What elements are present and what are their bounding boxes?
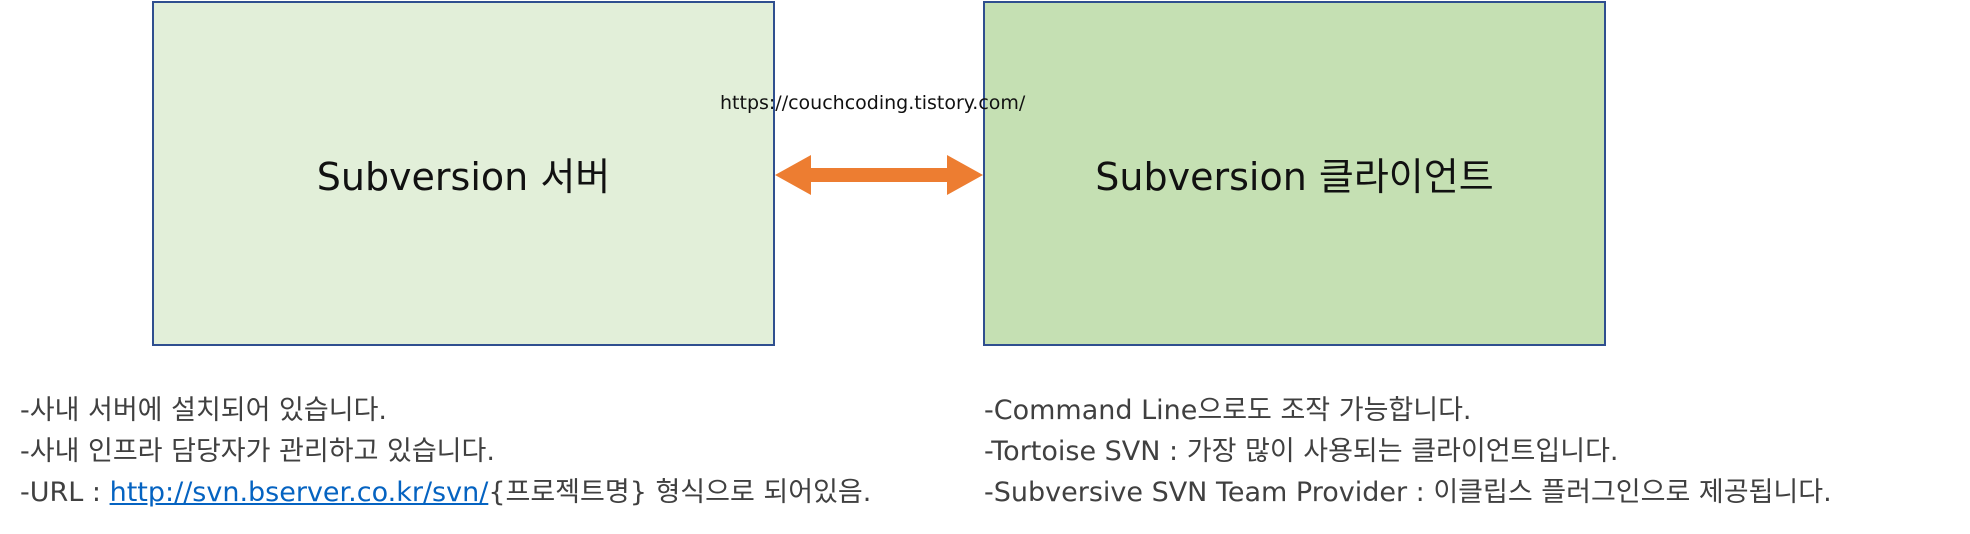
svn-url-link[interactable]: http://svn.bserver.co.kr/svn/ [109,477,489,508]
double-arrow-icon [775,155,983,195]
double-arrow-shape [775,155,983,195]
client-notes: -Command Line으로도 조작 가능합니다. -Tortoise SVN… [984,390,1832,513]
client-label: Subversion 클라이언트 [1095,155,1494,199]
server-notes: -사내 서버에 설치되어 있습니다. -사내 인프라 담당자가 관리하고 있습니… [20,390,871,513]
client-note-line: -Command Line으로도 조작 가능합니다. [984,395,1472,426]
client-box: Subversion 클라이언트 [983,1,1606,346]
server-url-line: -URL : http://svn.bserver.co.kr/svn/{프로젝… [20,472,871,513]
server-note-line: -사내 인프라 담당자가 관리하고 있습니다. [20,436,495,467]
server-label: Subversion 서버 [316,155,611,199]
watermark-text: https://couchcoding.tistory.com/ [720,92,1026,114]
client-note-line: -Subversive SVN Team Provider : 이클립스 플러그… [984,477,1832,508]
server-box: Subversion 서버 [152,1,775,346]
url-suffix: {프로젝트명} 형식으로 되어있음. [488,477,872,508]
server-note-line: -사내 서버에 설치되어 있습니다. [20,395,387,426]
url-prefix: -URL : [20,477,110,508]
client-note-line: -Tortoise SVN : 가장 많이 사용되는 클라이언트입니다. [984,436,1619,467]
